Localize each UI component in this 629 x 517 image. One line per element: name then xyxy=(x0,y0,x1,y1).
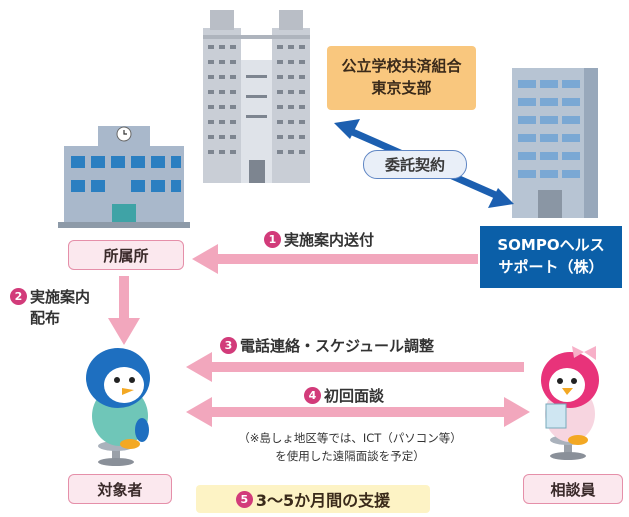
sompo-health-support-box: SOMPOヘルス サポート（株） xyxy=(480,226,622,288)
step2-label: 2 実施案内 配布 xyxy=(10,286,90,328)
step5-text: 3〜5か月間の支援 xyxy=(255,491,391,510)
union-tokyo-branch-box: 公立学校共済組合 東京支部 xyxy=(327,46,476,110)
step2-text-line1: 実施案内 xyxy=(30,288,91,306)
step5-number-badge: 5 xyxy=(235,490,253,508)
counselor-text: 相談員 xyxy=(550,480,596,499)
step3-arrow xyxy=(186,352,524,382)
step4-number-badge: 4 xyxy=(304,387,321,404)
step4-label: 4 初回面談 xyxy=(304,385,384,406)
step1-number-badge: 1 xyxy=(264,231,281,248)
contract-label: 委託契約 xyxy=(363,150,467,179)
ict-note-line1: （※島しょ地区等では、ICT（パソコン等） xyxy=(238,431,462,445)
union-name-line1: 公立学校共済組合 xyxy=(341,57,462,76)
school-label-text: 所属所 xyxy=(103,246,149,265)
step5-support-banner: 5 3〜5か月間の支援 xyxy=(196,485,430,513)
pink-penguin-mascot-icon xyxy=(541,346,599,460)
step3-label: 3 電話連絡・スケジュール調整 xyxy=(220,335,434,356)
contract-text: 委託契約 xyxy=(384,156,445,174)
target-person-label: 対象者 xyxy=(68,474,172,504)
counselor-label: 相談員 xyxy=(523,474,623,504)
sompo-name-line2: サポート（株） xyxy=(498,258,604,276)
step2-text-line2: 配布 xyxy=(30,309,61,327)
step1-arrow xyxy=(192,244,478,274)
step4-text: 初回面談 xyxy=(324,387,385,405)
office-building-icon xyxy=(512,68,598,218)
tokyo-government-building-icon xyxy=(203,10,310,183)
step2-arrow xyxy=(108,276,140,345)
step1-label: 1 実施案内送付 xyxy=(264,229,374,250)
step1-text: 実施案内送付 xyxy=(284,231,375,249)
step4-double-arrow xyxy=(186,397,530,427)
ict-remote-note: （※島しょ地区等では、ICT（パソコン等） を使用した遠隔面談を予定） xyxy=(200,430,500,466)
school-label: 所属所 xyxy=(68,240,184,270)
sompo-name-line1: SOMPOヘルス xyxy=(497,236,605,255)
step2-number-badge: 2 xyxy=(10,288,27,305)
step3-text: 電話連絡・スケジュール調整 xyxy=(240,337,434,355)
target-person-text: 対象者 xyxy=(97,480,143,499)
blue-penguin-mascot-icon xyxy=(86,348,150,466)
step3-number-badge: 3 xyxy=(220,337,237,354)
school-building-icon xyxy=(58,126,190,228)
union-name-line2: 東京支部 xyxy=(371,79,432,97)
ict-note-line2: を使用した遠隔面談を予定） xyxy=(275,448,425,463)
